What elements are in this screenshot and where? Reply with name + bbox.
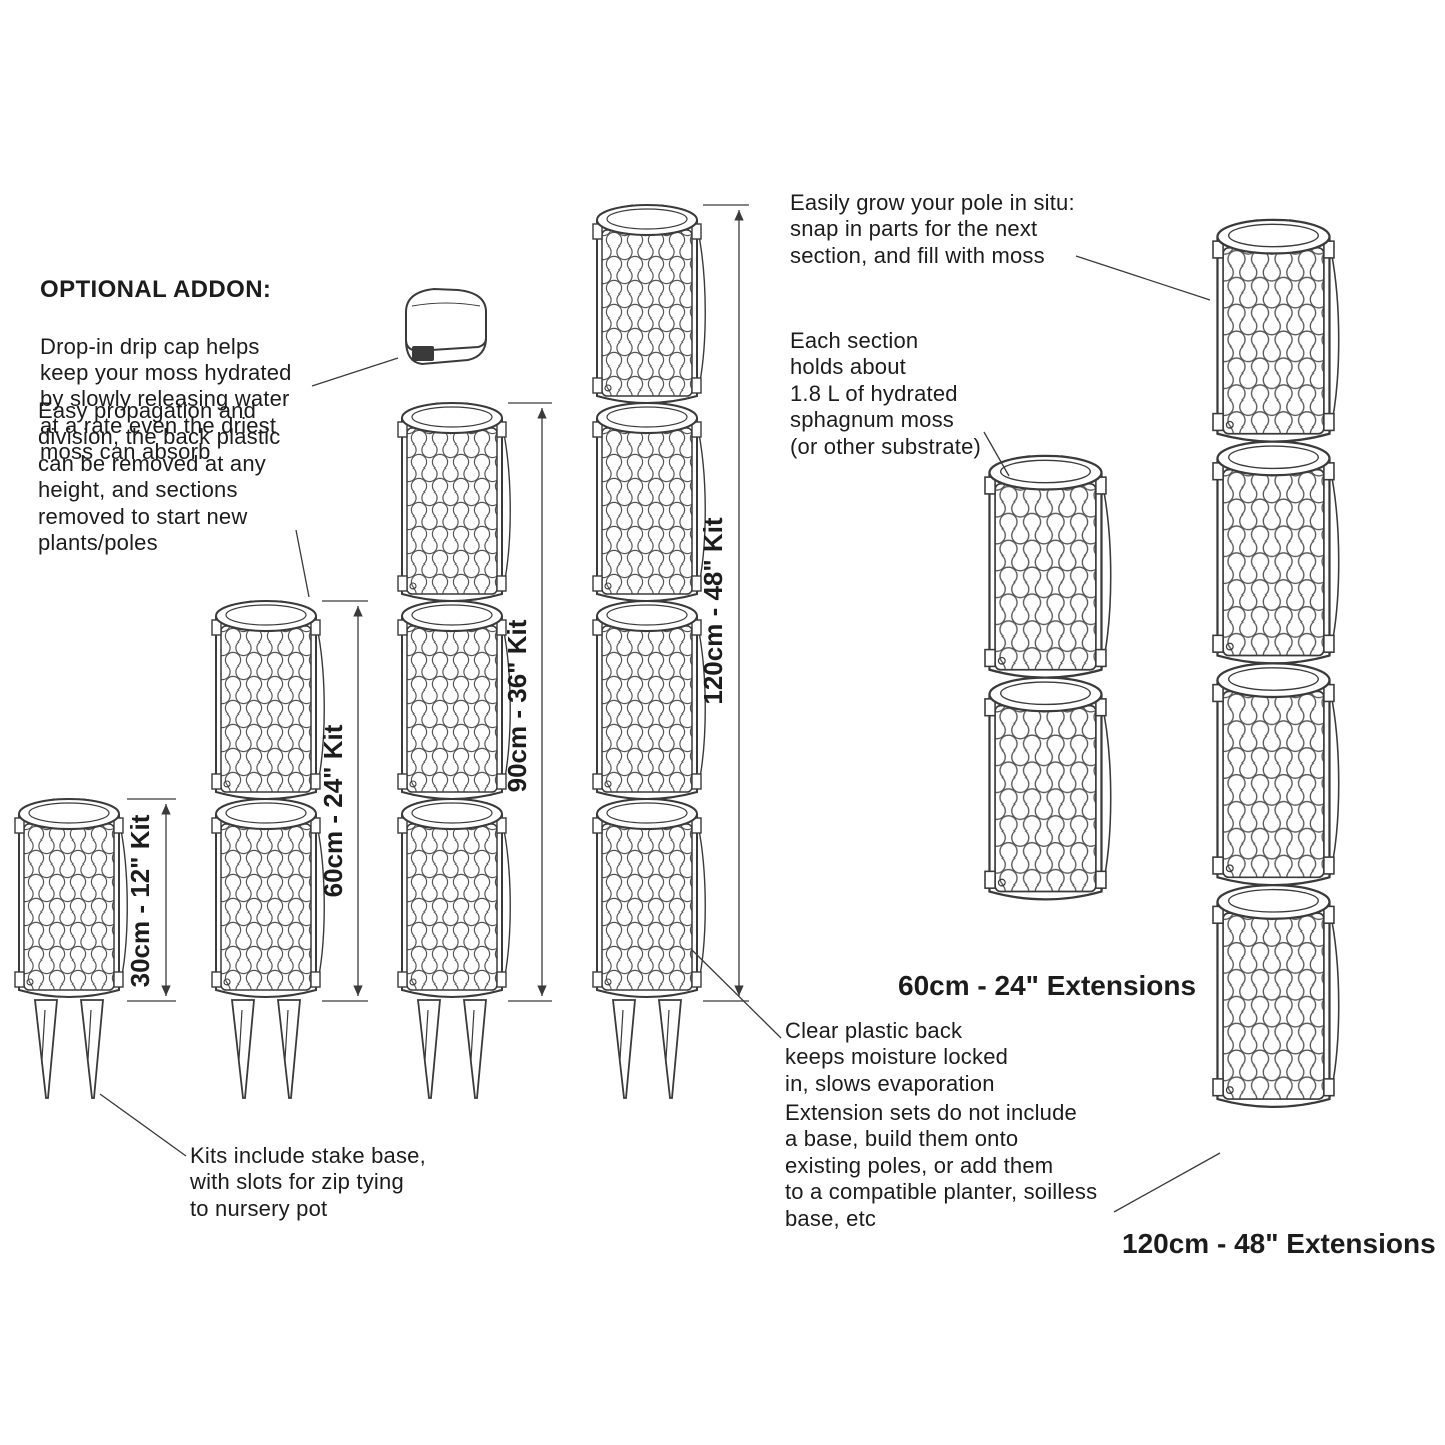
dimension-90cm: [508, 402, 552, 1002]
optional-addon-title: OPTIONAL ADDON:: [40, 276, 272, 304]
kit-pole-30cm: [14, 798, 129, 1099]
leader-extension-sets: [1113, 1152, 1221, 1213]
dimension-30cm: [127, 798, 176, 1002]
note-extension-sets: Extension sets do not include a base, bu…: [785, 1100, 1098, 1231]
note-stake-base: Kits include stake base, with slots for …: [190, 1143, 426, 1221]
dimension-60cm: [322, 600, 368, 1002]
leader-propagation: [295, 529, 310, 598]
leader-stake-base: [99, 1093, 187, 1157]
leader-grow-in-situ: [1075, 255, 1211, 301]
optional-addon-body: Drop-in drip cap helps keep your moss hy…: [40, 333, 292, 465]
note-grow-in-situ: Easily grow your pole in situ: snap in p…: [790, 190, 1075, 268]
kit-label-90cm: 90cm - 36" Kit: [502, 619, 532, 793]
leader-clear-back: [691, 949, 782, 1039]
note-optional-addon: OPTIONAL ADDON: Drop-in drip cap helps k…: [40, 250, 360, 492]
note-clear-back: Clear plastic back keeps moisture locked…: [785, 1018, 1009, 1096]
extension-stack-120cm: [1211, 218, 1340, 1109]
kit-pole-60cm: [211, 600, 326, 1099]
kit-label-120cm: 120cm - 48" Kit: [698, 517, 728, 705]
leader-optional-addon: [311, 357, 399, 387]
note-propagation: Easy propagation and division, the back …: [38, 398, 281, 555]
kit-label-60cm: 60cm - 24" Kit: [318, 724, 348, 898]
drip-cap-drawing: [405, 287, 487, 366]
leader-section-capacity: [983, 431, 1010, 477]
kit-pole-90cm: [397, 402, 512, 1099]
kit-pole-120cm: [592, 204, 707, 1099]
extension-label-60cm: 60cm - 24" Extensions: [898, 970, 1197, 1001]
dimension-120cm: [703, 204, 749, 1002]
leader-lines: [99, 255, 1221, 1213]
extension-stack-60cm: [983, 454, 1112, 901]
note-section-capacity: Each section holds about 1.8 L of hydrat…: [790, 328, 982, 459]
extension-label-120cm: 120cm - 48" Extensions: [1122, 1228, 1436, 1259]
kit-label-30cm: 30cm - 12" Kit: [125, 814, 155, 988]
